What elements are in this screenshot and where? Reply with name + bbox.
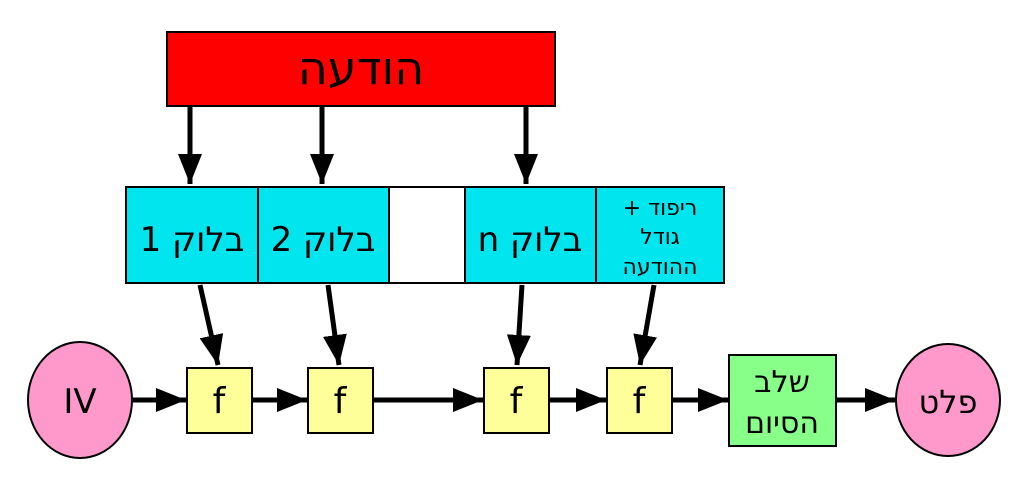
- block-1-label: בלוק 1: [140, 220, 245, 260]
- finalization-box: שלב הסיום: [728, 354, 837, 447]
- block-1: בלוק 1: [125, 186, 259, 284]
- padding-line-1: ריפוד +: [623, 196, 698, 221]
- f-box-2: f: [307, 367, 374, 434]
- f-label: f: [213, 381, 227, 422]
- f-box-1: f: [186, 367, 253, 434]
- finalization-line-1: שלב: [754, 365, 810, 400]
- arrow-blockn-f: [506, 284, 531, 366]
- finalization-line-2: הסיום: [745, 406, 819, 441]
- arrow-block1-f: [197, 284, 224, 366]
- arrow-block2-f: [323, 284, 347, 366]
- f-label: f: [633, 381, 647, 422]
- iv-circle: IV: [27, 341, 133, 459]
- block-2-label: בלוק 2: [271, 220, 376, 260]
- output-label: פלט: [919, 383, 978, 421]
- block-n: בלוק n: [464, 186, 597, 284]
- padding-line-3: ההודעה: [623, 255, 698, 280]
- padding-line-2: גודל: [640, 225, 680, 250]
- message-label: הודעה: [298, 41, 425, 95]
- output-circle: פלט: [895, 343, 1001, 457]
- message-box: הודעה: [166, 31, 556, 107]
- padding-block: ריפוד + גודל ההודעה: [595, 186, 725, 284]
- arrow-padding-f: [633, 284, 657, 366]
- block-n-label: בלוק n: [478, 220, 583, 260]
- block-2: בלוק 2: [257, 186, 390, 284]
- f-label: f: [334, 381, 348, 422]
- f-box-4: f: [606, 367, 673, 434]
- block-ellipsis: [388, 186, 466, 284]
- f-box-3: f: [483, 367, 550, 434]
- iv-label: IV: [63, 382, 96, 422]
- f-label: f: [510, 381, 524, 422]
